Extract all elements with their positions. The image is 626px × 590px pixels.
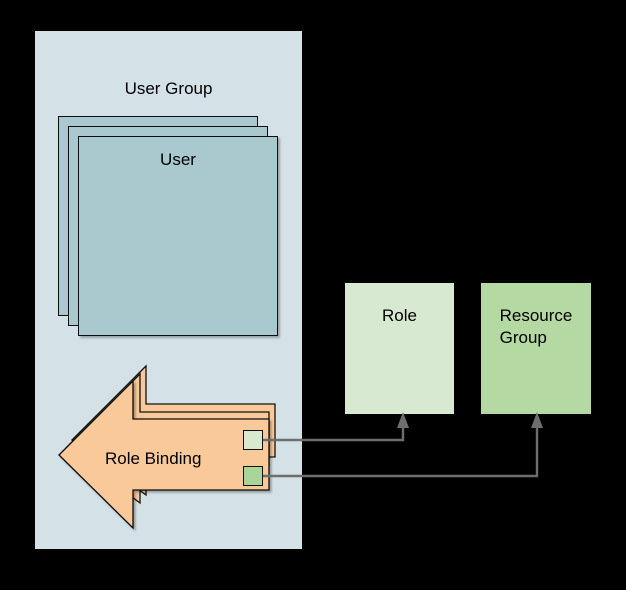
role-text-wrap: Role [345,305,454,327]
user-label: User [160,150,196,169]
resource-group-text-wrap: Resource Group [481,305,591,349]
role-label: Role [382,306,417,325]
node-resource-group[interactable]: Resource Group [481,283,591,414]
user-group-label: User Group [124,79,213,98]
role-binding-resource-chip[interactable] [243,466,263,486]
role-binding-label: Role Binding [105,449,202,468]
node-user[interactable] [78,136,278,336]
node-role[interactable]: Role [345,283,454,414]
role-binding-role-chip[interactable] [243,430,263,450]
resource-group-label: Resource Group [499,306,573,347]
